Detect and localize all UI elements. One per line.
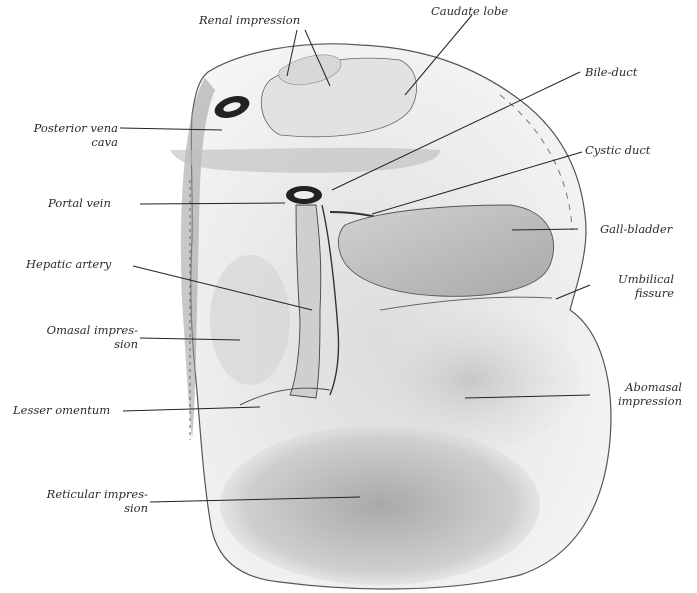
reticular-impression-shading [220,425,540,585]
label-reticular-impression-line2: sion [4,502,148,514]
label-reticular-impression-line1: Reticular impres- [4,488,148,500]
label-abomasal-impression-line1: Abomasal [592,381,682,393]
omasal-impression-shading [210,255,290,385]
label-gall-bladder: Gall-bladder [600,223,672,235]
label-abomasal-impression-line2: impression [592,395,682,407]
label-umbilical-fissure-line2: fissure [596,287,674,299]
label-renal-impression: Renal impression [199,14,300,26]
label-bile-duct: Bile-duct [585,66,637,78]
label-posterior-vena-cava-line1: Posterior vena [14,122,118,134]
label-cystic-duct: Cystic duct [585,144,650,156]
label-omasal-impression-line2: sion [10,338,138,350]
label-umbilical-fissure-line1: Umbilical [596,273,674,285]
portal-vein-lumen [294,191,314,199]
gall-bladder-shape [338,205,553,296]
label-posterior-vena-cava-line2: cava [14,136,118,148]
label-lesser-omentum: Lesser omentum [13,404,110,416]
label-hepatic-artery: Hepatic artery [26,258,111,270]
label-portal-vein: Portal vein [48,197,111,209]
label-caudate-lobe: Caudate lobe [431,5,508,17]
label-omasal-impression-line1: Omasal impres- [10,324,138,336]
